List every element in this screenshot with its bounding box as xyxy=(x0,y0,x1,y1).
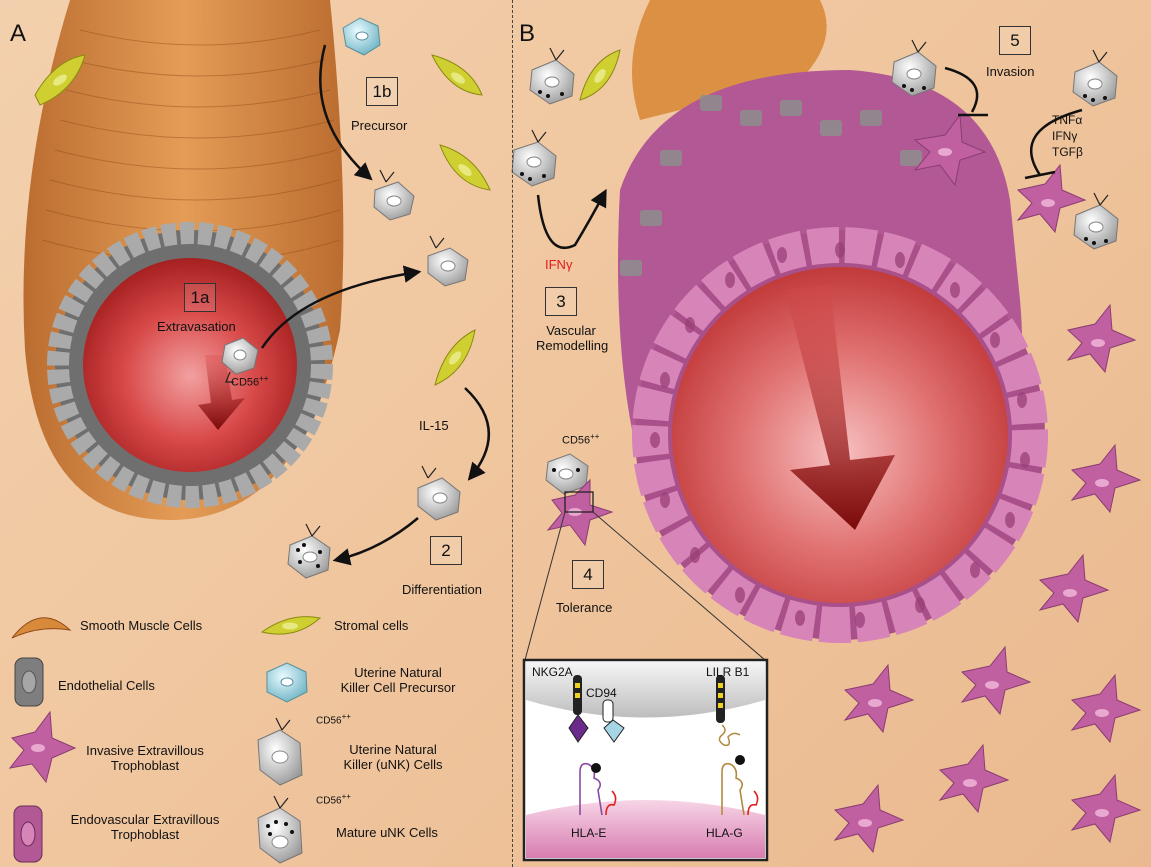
legend-mature-unk-label: Mature uNK Cells xyxy=(336,825,438,840)
step-1a-box: 1a xyxy=(184,283,216,312)
il15-label: IL-15 xyxy=(419,418,449,433)
legend-endovascular-evt-icon xyxy=(14,806,42,862)
legend-precursor-icon xyxy=(267,663,307,702)
panel-label-a: A xyxy=(10,20,26,48)
unk-cell-b5 xyxy=(1073,50,1117,106)
step-1a-label: Extravasation xyxy=(157,319,236,334)
unk-precursor-cell xyxy=(343,18,380,55)
hla-g-label: HLA-G xyxy=(706,826,743,840)
panel-divider xyxy=(512,0,513,867)
cytokines-label: TNFα IFNγ TGFβ xyxy=(1052,112,1083,160)
unk-cell-b1 xyxy=(530,48,574,104)
unk-cell-a2 xyxy=(428,236,468,286)
stromal-cell-b xyxy=(580,50,620,100)
legend-endothelial-label: Endothelial Cells xyxy=(58,678,155,693)
cd56-label-a: CD56++ xyxy=(231,374,268,389)
panel-label-b: B xyxy=(519,20,535,48)
legend-mature-unk-icon xyxy=(258,796,302,863)
stromal-cell-3 xyxy=(440,145,490,190)
legend-smooth-muscle-label: Smooth Muscle Cells xyxy=(80,618,202,633)
panel-b-vessel xyxy=(618,0,1045,640)
legend-unk-icon xyxy=(258,718,302,785)
legend-stromal-label: Stromal cells xyxy=(334,618,408,633)
mature-unk-cell-a xyxy=(288,524,330,578)
cd94-label: CD94 xyxy=(586,686,617,700)
legend-stromal-icon xyxy=(262,617,320,635)
cd56-label-b: CD56++ xyxy=(562,432,599,447)
step-1b-box: 1b xyxy=(366,77,398,106)
stromal-cell-4 xyxy=(435,330,475,385)
step-5-box: 5 xyxy=(999,26,1031,55)
step-1b-label: Precursor xyxy=(351,118,407,133)
step-2-label: Differentiation xyxy=(402,582,482,597)
evt-cell-b-tolerance xyxy=(548,480,612,545)
legend-smooth-muscle-icon xyxy=(12,618,70,638)
stromal-cell-2 xyxy=(432,55,482,95)
step-3-box: 3 xyxy=(545,287,577,316)
hla-e-label: HLA-E xyxy=(571,826,606,840)
legend-endothelial-icon xyxy=(15,658,43,706)
step-5-label: Invasion xyxy=(986,64,1034,79)
legend-mature-unk-cd56: CD56++ xyxy=(316,792,351,806)
ifn-gamma-label: IFNγ xyxy=(545,257,572,272)
unk-cell-b2 xyxy=(512,130,556,186)
lilrb1-label: LILR B1 xyxy=(706,665,749,679)
nkg2a-label: NKG2A xyxy=(532,665,573,679)
unk-cell-a4 xyxy=(418,466,460,520)
step-2-box: 2 xyxy=(430,536,462,565)
legend-invasive-evt-icon xyxy=(10,712,75,782)
step-4-box: 4 xyxy=(572,560,604,589)
legend-unk-cd56: CD56++ xyxy=(316,712,351,726)
step-4-label: Tolerance xyxy=(556,600,612,615)
unk-cell-a1 xyxy=(374,170,414,220)
